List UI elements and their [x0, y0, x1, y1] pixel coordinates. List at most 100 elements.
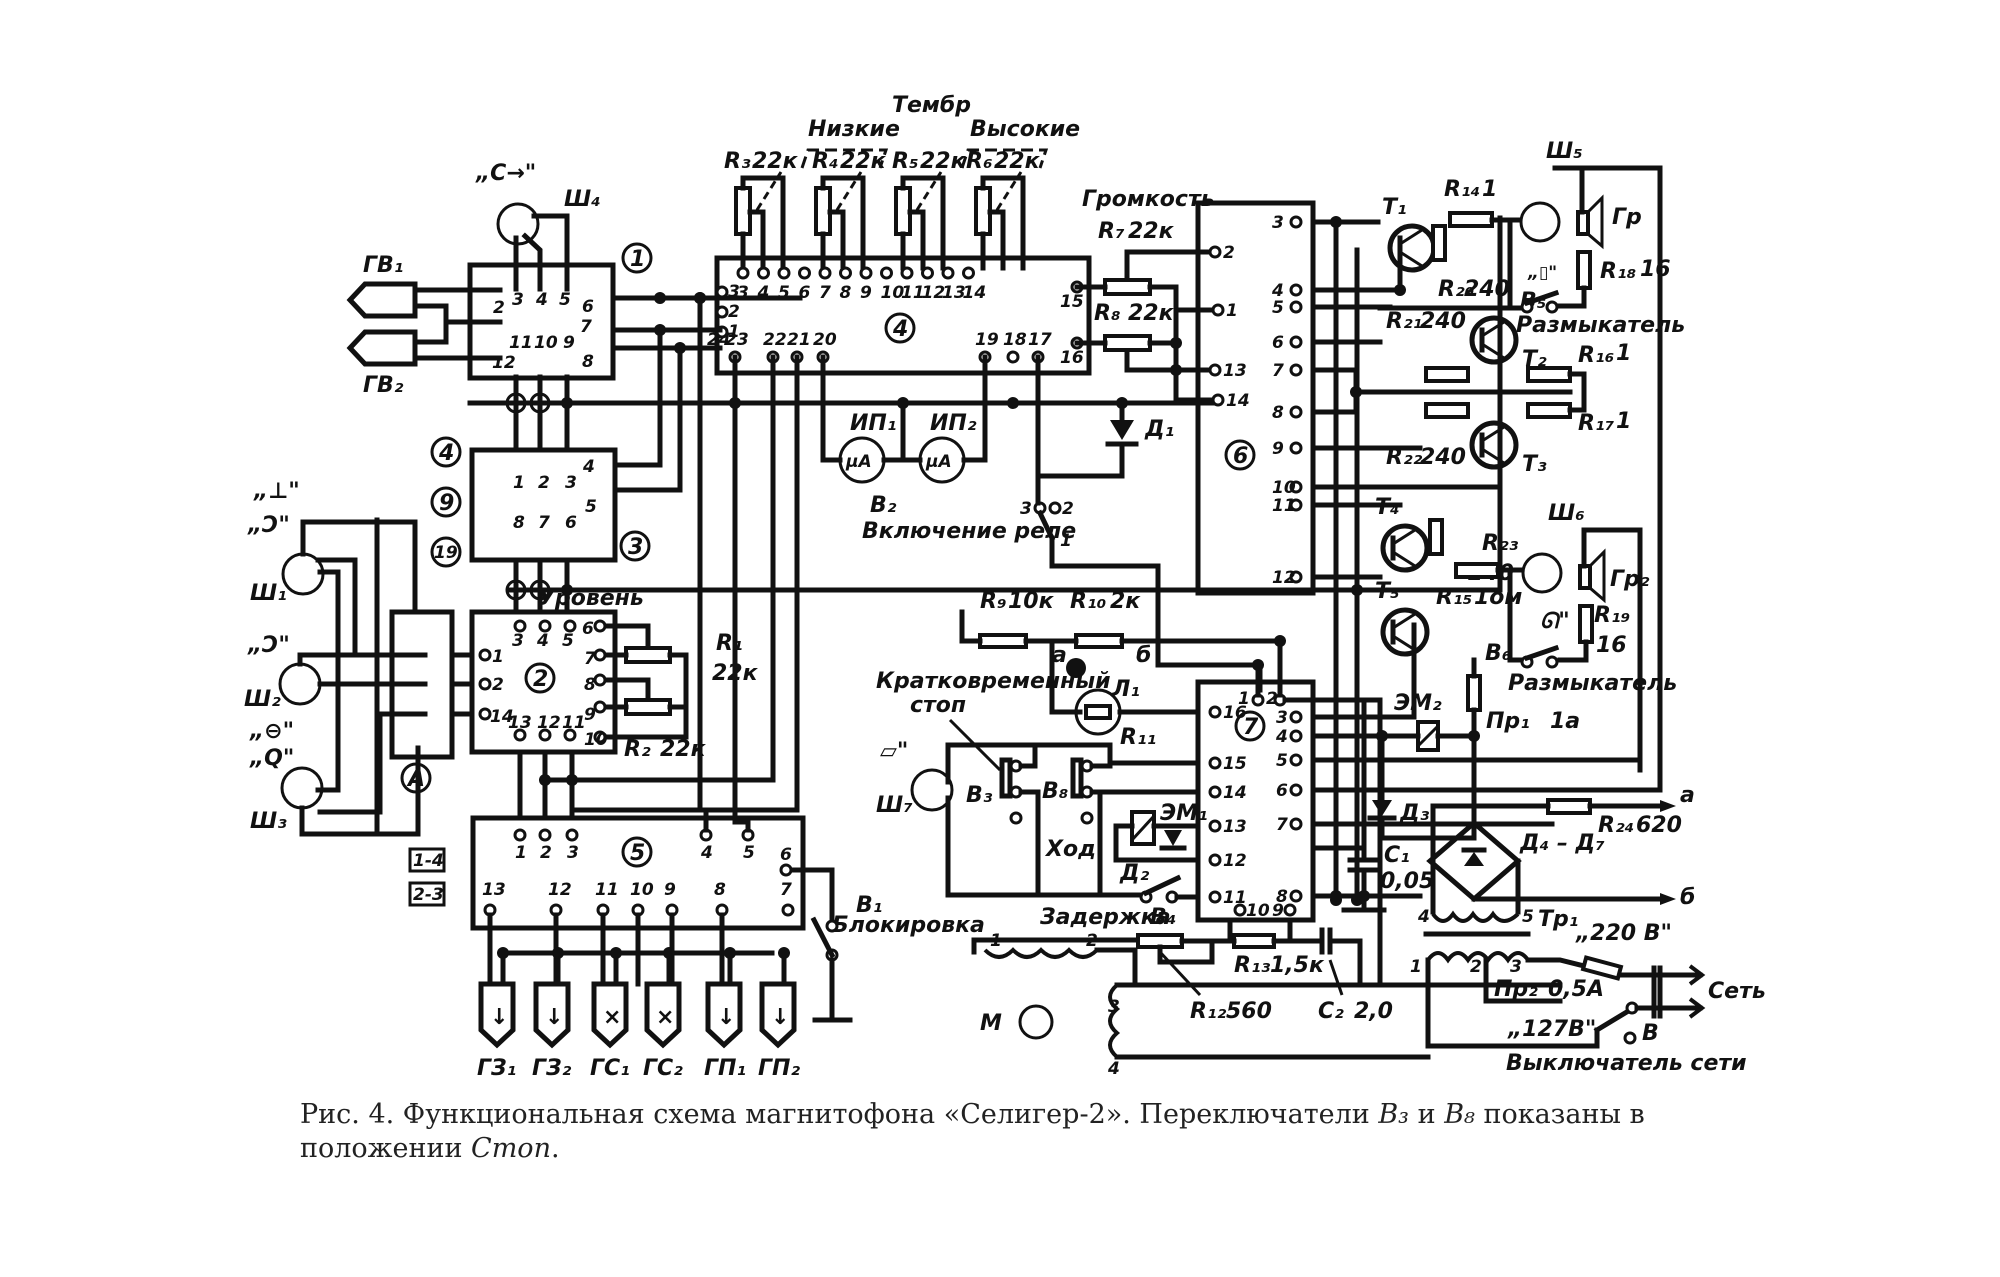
wire	[612, 345, 683, 493]
b2-pin-5	[563, 619, 577, 633]
gr-speaker-cone	[1586, 194, 1604, 250]
block-7-marker	[1234, 710, 1266, 742]
block-4-marker	[884, 312, 916, 344]
junction-dot	[610, 947, 622, 959]
head-glyph: ↓	[545, 1005, 563, 1030]
b1-switch-lever[interactable]	[810, 916, 836, 959]
b1-pin-2: 2	[493, 298, 505, 318]
run-label: Ход	[1044, 837, 1096, 862]
b1-pin-11: 11	[509, 333, 533, 353]
wire	[900, 175, 946, 271]
mains-arrow-1	[1688, 964, 1706, 986]
b2-pin-bottom2	[563, 728, 577, 742]
t5-label: T₅	[1375, 579, 1400, 604]
b7-pin-16	[1208, 705, 1222, 719]
b5-pin-label-1: 1	[515, 843, 527, 863]
relay-on-label: Включение реле	[862, 519, 1076, 544]
r21-value: 240	[1420, 309, 1466, 334]
sh2-socket	[278, 662, 322, 706]
mains-arrow-2	[1688, 997, 1706, 1019]
b3-switch[interactable]	[999, 757, 1013, 799]
wire	[1124, 249, 1218, 281]
b3-pin-3: 3	[565, 473, 577, 493]
timbre-label: Тембр	[892, 93, 971, 118]
r7-value: 22к	[1128, 219, 1175, 244]
b1-pin-3: 3	[512, 290, 524, 310]
sh6-socket	[1521, 552, 1563, 594]
marker-9: 9	[439, 491, 454, 516]
position-1-4: 1-4	[413, 851, 444, 871]
junction-dot	[724, 947, 736, 959]
b4-delay-switch[interactable]	[1142, 874, 1182, 897]
b7-pin-label-13: 13	[1223, 817, 1247, 837]
b4-pin-label-22: 22	[763, 330, 787, 350]
figure-caption: Рис. 4. Функциональная схема магнитофона…	[300, 1098, 1720, 1166]
motor-label: М	[980, 1011, 1002, 1036]
wire	[600, 652, 689, 740]
v220-label: „220 В"	[1575, 921, 1672, 946]
b6-breaker-lever[interactable]	[1523, 644, 1560, 662]
b2-pin-bottom0	[513, 728, 527, 742]
r13-label: R₁₃	[1234, 953, 1271, 978]
b4-pin-left-2	[715, 305, 729, 319]
b5-breaker-lever[interactable]	[1523, 289, 1560, 307]
b2-pin-label-11: 11	[562, 713, 586, 733]
head-1: ↓ГЗ₁	[477, 912, 516, 1081]
gr2-label: Гр₂	[1610, 567, 1650, 592]
b7-pin-8	[1289, 889, 1303, 903]
b4-pin-label-3: 3	[737, 283, 749, 303]
tr1-label: Тр₁	[1538, 907, 1578, 932]
b4-pin-label-18: 18	[1003, 330, 1027, 350]
b3-pin-4: 4	[582, 457, 595, 477]
r20-label: R₂₀	[1438, 277, 1475, 302]
tr1-pin-5: 5	[1522, 907, 1534, 927]
volume-label: Громкость	[1082, 187, 1215, 212]
wire	[971, 937, 1143, 955]
motor-symbol	[1018, 1004, 1054, 1040]
wire	[789, 867, 835, 926]
low-label: Низкие	[808, 117, 900, 142]
b6-pin-label-1: 1	[1226, 301, 1238, 321]
r19-label: R₁₉	[1594, 603, 1630, 628]
b2-switch-lever[interactable]	[1036, 509, 1056, 542]
wire	[1557, 639, 1589, 663]
mains-switch-lever[interactable]	[1593, 1006, 1634, 1034]
b7-pin-label-5: 5	[1276, 751, 1288, 771]
wire	[740, 175, 786, 271]
block-1-number: 1	[630, 247, 645, 272]
b6-pin-5	[1289, 300, 1303, 314]
b4-pin-left-label-2: 2	[728, 302, 740, 322]
b8-label: В₈	[1042, 779, 1069, 804]
b6-pin-4	[1289, 283, 1303, 297]
r15-label: R₁₅	[1436, 585, 1472, 610]
b5-pin-label-4: 4	[700, 843, 713, 863]
b6-pin-1	[1211, 303, 1225, 317]
wire	[1018, 789, 1041, 898]
r10-resistor	[1074, 633, 1124, 649]
b7-pin-label-9: 9	[1272, 901, 1284, 921]
b4-pin-label-20: 20	[813, 330, 837, 350]
b4-pin-13	[941, 266, 955, 280]
bus-wire	[507, 215, 1503, 593]
b6-pin-9	[1289, 441, 1303, 455]
tr1-secondary	[1431, 910, 1520, 923]
r20-value: 240	[1464, 277, 1510, 302]
b4-pin-label-11: 11	[901, 283, 925, 303]
b8-switch[interactable]	[1070, 757, 1084, 799]
head-glyph: ↓	[490, 1005, 508, 1030]
head-glyph: ↓	[717, 1005, 735, 1030]
sh3-label: Ш₃	[250, 809, 287, 834]
head-6: ↓ГП₂	[719, 912, 800, 1081]
head-3: ×ГС₁	[590, 912, 630, 1081]
b3-pin-2: 2	[538, 473, 550, 493]
sh1-label: Ш₁	[250, 581, 287, 606]
b2-pin-4	[538, 619, 552, 633]
r17-resistor	[1526, 402, 1572, 419]
r7-label: R₇	[1098, 219, 1125, 244]
r18-value: 16	[1640, 257, 1671, 282]
mains-contact-b	[1623, 1031, 1637, 1045]
b1-switch-label: В₁	[856, 893, 882, 918]
wire	[315, 557, 428, 658]
ip2-label: ИП₂	[930, 411, 977, 436]
gang-link	[995, 171, 1023, 211]
